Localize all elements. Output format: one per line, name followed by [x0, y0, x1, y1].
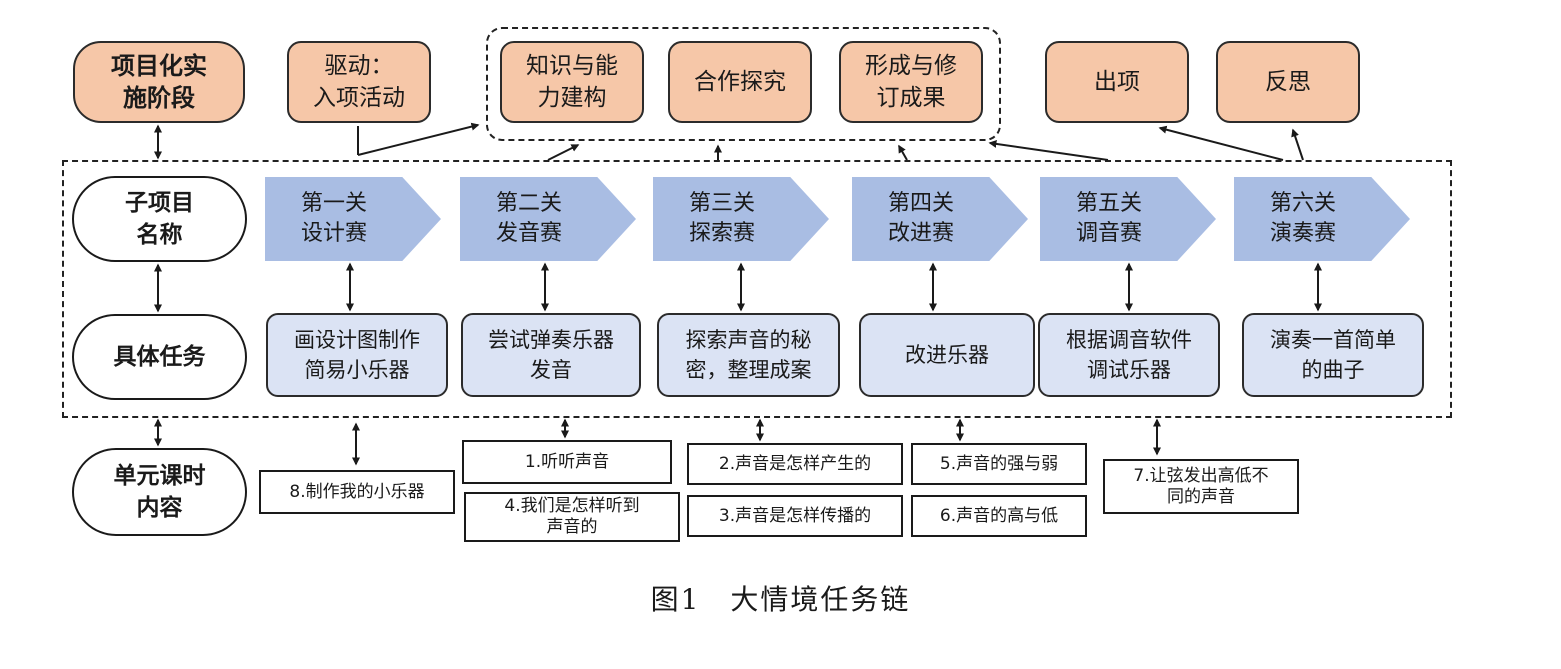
lesson-8: 8.制作我的小乐器 — [259, 470, 455, 514]
figure-caption: 图1 大情境任务链 — [650, 583, 911, 616]
sp6-to-reflect-arrow — [1291, 128, 1304, 161]
row-label-lesson: 单元课时 内容 — [72, 448, 247, 536]
task-3: 探索声音的秘 密，整理成案 — [657, 313, 840, 397]
lesson-3: 3.声音是怎样传播的 — [687, 495, 903, 537]
lesson-5: 5.声音的强与弱 — [911, 443, 1087, 485]
lesson-1: 1.听听声音 — [462, 440, 672, 484]
stage-revise: 形成与修 订成果 — [839, 41, 983, 123]
lesson-4: 4.我们是怎样听到 声音的 — [464, 492, 680, 542]
sp6-to-exit-arrow — [1158, 125, 1284, 161]
stage-cooperate: 合作探究 — [668, 41, 812, 123]
frame-to-revise-arrow — [898, 144, 908, 161]
subproject-1: 第一关 设计赛 — [265, 177, 441, 261]
drive-to-group-arrow — [357, 122, 480, 156]
stage-row-title: 项目化实 施阶段 — [73, 41, 245, 123]
task-1: 画设计图制作 简易小乐器 — [266, 313, 448, 397]
row-label-subproject: 子项目 名称 — [72, 176, 247, 262]
row-label-task: 具体任务 — [72, 314, 247, 400]
stage-exit: 出项 — [1045, 41, 1189, 123]
subproject-4: 第四关 改进赛 — [852, 177, 1028, 261]
subproject-6: 第六关 演奏赛 — [1234, 177, 1410, 261]
stage-group-dashed-frame — [486, 27, 1001, 141]
stage-knowledge: 知识与能 力建构 — [500, 41, 644, 123]
subproject-5: 第五关 调音赛 — [1040, 177, 1216, 261]
main-dashed-frame — [62, 160, 1452, 418]
task-4: 改进乐器 — [859, 313, 1035, 397]
stage-reflect: 反思 — [1216, 41, 1360, 123]
subproject-2: 第二关 发音赛 — [460, 177, 636, 261]
subproject-3: 第三关 探索赛 — [653, 177, 829, 261]
lesson-6: 6.声音的高与低 — [911, 495, 1087, 537]
sp5-to-revise-arrow — [988, 139, 1109, 161]
stage-drive: 驱动： 入项活动 — [287, 41, 431, 123]
task-6: 演奏一首简单 的曲子 — [1242, 313, 1424, 397]
task-5: 根据调音软件 调试乐器 — [1038, 313, 1220, 397]
lesson-7: 7.让弦发出高低不 同的声音 — [1103, 459, 1299, 514]
frame-to-knowledge-arrow — [547, 144, 580, 161]
task-2: 尝试弹奏乐器 发音 — [461, 313, 641, 397]
lesson-2: 2.声音是怎样产生的 — [687, 443, 903, 485]
